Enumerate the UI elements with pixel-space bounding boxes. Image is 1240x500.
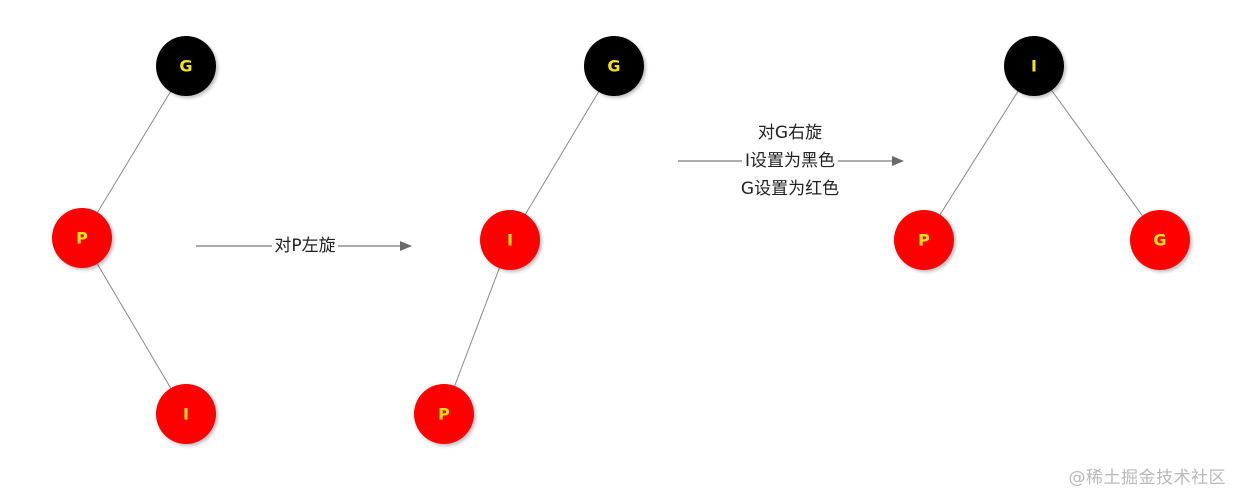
node-after-left-rotate-P-I: I xyxy=(480,210,540,270)
edge-after-right-rotate-G-I-P xyxy=(923,65,1035,241)
edge-before-rotation-G-P xyxy=(81,65,187,239)
node-before-rotation-P: P xyxy=(52,208,112,268)
node-after-right-rotate-G-P: P xyxy=(894,210,954,270)
node-label: P xyxy=(918,231,930,250)
node-circle-red xyxy=(156,384,216,444)
edge-after-left-rotate-P-G-I xyxy=(509,65,615,241)
node-after-left-rotate-P-G: G xyxy=(584,36,644,96)
node-after-left-rotate-P-P: P xyxy=(414,384,474,444)
node-circle-red xyxy=(1130,210,1190,270)
step-label-background xyxy=(757,122,823,144)
edge-after-right-rotate-G-I-G xyxy=(1033,65,1161,241)
node-label: P xyxy=(76,229,88,248)
node-label: I xyxy=(183,405,189,424)
step-arrow-head-1 xyxy=(400,241,412,251)
step-label-background xyxy=(742,150,838,172)
node-circle-black xyxy=(1004,36,1064,96)
step-labels-layer: 对P左旋 对G右旋 I设置为黑色 G设置为红色 xyxy=(272,122,839,257)
watermark: @稀土掘金技术社区 xyxy=(1068,468,1226,488)
node-label: I xyxy=(1031,57,1037,76)
step-label-1-line-1: 对P左旋 xyxy=(274,236,335,256)
nodes-layer: G P I G I P I P G xyxy=(52,36,1190,444)
edges-layer xyxy=(81,65,1161,415)
node-after-right-rotate-G-I: I xyxy=(1004,36,1064,96)
node-circle-red xyxy=(414,384,474,444)
step-label-2-line-3: G设置为红色 xyxy=(741,179,839,199)
edge-before-rotation-P-I xyxy=(81,237,187,415)
node-before-rotation-G: G xyxy=(156,36,216,96)
node-label: G xyxy=(1153,231,1166,250)
step-label-2-line-2: I设置为黑色 xyxy=(745,151,835,171)
node-circle-black xyxy=(156,36,216,96)
node-label: I xyxy=(507,231,513,250)
node-label: G xyxy=(179,57,192,76)
step-label-background xyxy=(272,235,338,257)
node-circle-red xyxy=(894,210,954,270)
node-circle-black xyxy=(584,36,644,96)
step-label-2-line-1: 对G右旋 xyxy=(758,123,822,143)
step-label-background xyxy=(742,178,838,200)
edge-after-left-rotate-P-I-P xyxy=(443,239,511,415)
node-before-rotation-I: I xyxy=(156,384,216,444)
node-circle-red xyxy=(480,210,540,270)
node-label: P xyxy=(438,405,450,424)
node-circle-red xyxy=(52,208,112,268)
node-after-right-rotate-G-G: G xyxy=(1130,210,1190,270)
node-label: G xyxy=(607,57,620,76)
step-arrow-head-2 xyxy=(892,156,904,166)
